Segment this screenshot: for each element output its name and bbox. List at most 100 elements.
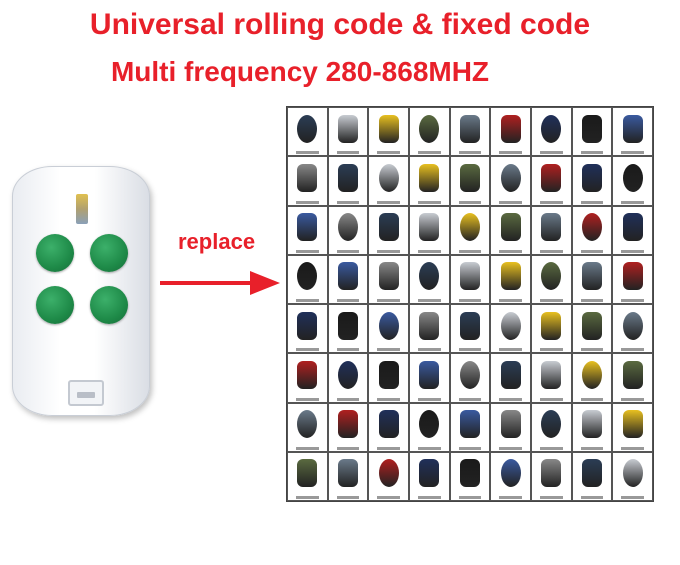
- catalog-cell: [327, 402, 369, 452]
- remote-thumbnail-icon: [378, 114, 399, 143]
- catalog-caption: [377, 348, 400, 352]
- catalog-cell: [531, 402, 572, 452]
- remote-thumbnail-icon: [459, 114, 480, 143]
- catalog-cell: [612, 402, 653, 452]
- remote-button-3: [36, 286, 74, 324]
- catalog-caption: [458, 397, 482, 401]
- remote-thumbnail-icon: [581, 262, 602, 291]
- remote-thumbnail-icon: [581, 311, 602, 340]
- remote-thumbnail-icon: [297, 459, 318, 488]
- catalog-cell: [409, 304, 450, 354]
- catalog-cell: [531, 254, 572, 304]
- remote-thumbnail-icon: [459, 459, 480, 488]
- catalog-cell: [409, 107, 450, 157]
- catalog-caption: [499, 249, 522, 253]
- remote-thumbnail-icon: [297, 114, 318, 143]
- catalog-cell: [571, 205, 613, 255]
- catalog-cell: [571, 353, 613, 403]
- catalog-caption: [580, 397, 604, 401]
- catalog-cell: [327, 156, 369, 206]
- catalog-cell: [531, 156, 572, 206]
- catalog-caption: [540, 496, 563, 499]
- catalog-caption: [296, 446, 319, 450]
- catalog-caption: [458, 151, 482, 155]
- catalog-caption: [418, 299, 441, 302]
- catalog-cell: [327, 304, 369, 354]
- remote-thumbnail-icon: [459, 213, 480, 242]
- remote-thumbnail-icon: [378, 410, 399, 439]
- catalog-cell: [490, 254, 531, 304]
- catalog-caption: [296, 200, 319, 204]
- catalog-cell: [287, 156, 328, 206]
- catalog-caption: [336, 200, 360, 204]
- catalog-caption: [418, 151, 441, 155]
- remote-thumbnail-icon: [622, 311, 643, 340]
- remote-thumbnail-icon: [337, 213, 358, 242]
- catalog-caption: [377, 496, 400, 499]
- remote-thumbnail-icon: [337, 163, 358, 192]
- catalog-caption: [377, 299, 400, 302]
- catalog-cell: [490, 402, 531, 452]
- remote-thumbnail-icon: [541, 262, 562, 291]
- catalog-caption: [580, 151, 604, 155]
- remote-thumbnail-icon: [337, 311, 358, 340]
- catalog-cell: [490, 353, 531, 403]
- catalog-caption: [621, 348, 644, 352]
- remote-thumbnail-icon: [541, 459, 562, 488]
- catalog-cell: [368, 156, 409, 206]
- remote-thumbnail-icon: [622, 262, 643, 291]
- remote-thumbnail-icon: [622, 360, 643, 389]
- remote-thumbnail-icon: [500, 262, 521, 291]
- remote-thumbnail-icon: [297, 262, 318, 291]
- catalog-cell: [327, 353, 369, 403]
- remote-thumbnail-icon: [459, 262, 480, 291]
- catalog-cell: [490, 156, 531, 206]
- catalog-caption: [621, 397, 644, 401]
- remote-keyring-slot: [68, 380, 104, 406]
- remote-thumbnail-icon: [622, 114, 643, 143]
- catalog-cell: [409, 205, 450, 255]
- remote-thumbnail-icon: [297, 360, 318, 389]
- remote-thumbnail-icon: [459, 311, 480, 340]
- catalog-caption: [499, 299, 522, 302]
- catalog-caption: [336, 496, 360, 499]
- remote-control-image: [12, 166, 150, 416]
- catalog-caption: [499, 397, 522, 401]
- catalog-caption: [580, 348, 604, 352]
- catalog-caption: [296, 496, 319, 499]
- catalog-cell: [327, 451, 369, 501]
- remote-thumbnail-icon: [541, 163, 562, 192]
- catalog-cell: [612, 254, 653, 304]
- catalog-cell: [531, 205, 572, 255]
- catalog-caption: [621, 249, 644, 253]
- catalog-cell: [531, 353, 572, 403]
- remote-thumbnail-icon: [419, 360, 440, 389]
- catalog-cell: [409, 156, 450, 206]
- catalog-cell: [612, 353, 653, 403]
- catalog-caption: [336, 299, 360, 302]
- remote-thumbnail-icon: [500, 360, 521, 389]
- catalog-caption: [418, 348, 441, 352]
- remote-thumbnail-icon: [378, 213, 399, 242]
- catalog-cell: [409, 254, 450, 304]
- remote-thumbnail-icon: [297, 311, 318, 340]
- remote-thumbnail-icon: [337, 410, 358, 439]
- catalog-cell: [409, 353, 450, 403]
- catalog-cell: [287, 353, 328, 403]
- remote-thumbnail-icon: [419, 311, 440, 340]
- catalog-cell: [612, 107, 653, 157]
- remote-thumbnail-icon: [500, 459, 521, 488]
- catalog-caption: [499, 200, 522, 204]
- catalog-cell: [490, 451, 531, 501]
- catalog-cell: [571, 156, 613, 206]
- catalog-caption: [540, 249, 563, 253]
- catalog-caption: [377, 249, 400, 253]
- catalog-cell: [571, 451, 613, 501]
- remote-thumbnail-icon: [419, 262, 440, 291]
- catalog-caption: [377, 446, 400, 450]
- catalog-caption: [296, 397, 319, 401]
- catalog-cell: [490, 107, 531, 157]
- catalog-cell: [449, 107, 491, 157]
- catalog-cell: [449, 205, 491, 255]
- remote-thumbnail-icon: [419, 114, 440, 143]
